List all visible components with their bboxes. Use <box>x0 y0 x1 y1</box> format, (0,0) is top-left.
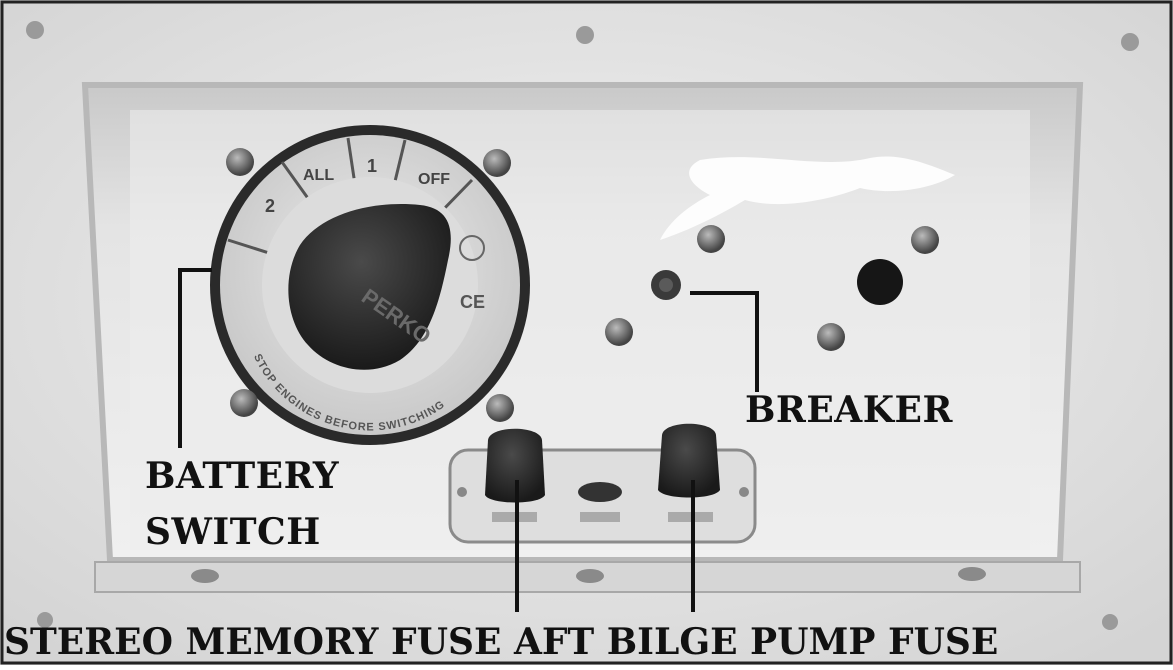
breaker-label: BREAKER <box>745 389 953 431</box>
battery-switch-label-line1: BATTERY <box>145 455 340 497</box>
stereo-memory-fuse-cap[interactable] <box>485 428 545 503</box>
callout-lines <box>178 268 759 612</box>
rail-screw-2 <box>576 569 604 583</box>
dial-ul-mark <box>459 235 485 261</box>
outer-screw-top <box>576 26 594 44</box>
dial-ce-mark: CE <box>460 292 485 312</box>
switch-screw-tr <box>483 149 511 177</box>
breaker-callout-line <box>690 291 759 392</box>
breaker-screw-tr <box>911 226 939 254</box>
battery-switch-label-line2: SWITCH <box>145 511 321 553</box>
breaker-screw-bl <box>605 318 633 346</box>
dial-pos-2: 2 <box>265 196 275 216</box>
battery-switch-callout-line <box>178 268 212 448</box>
fuse-label-plate-m <box>580 512 620 522</box>
aft-bilge-pump-fuse-cap[interactable] <box>658 423 720 498</box>
breaker-hole <box>857 259 903 305</box>
dial-pos-off: OFF <box>418 171 450 188</box>
breaker-screw-tl <box>697 225 725 253</box>
outer-screw-tl <box>26 21 44 39</box>
rail-screw-3 <box>958 567 986 581</box>
outer-screw-br <box>1102 614 1118 630</box>
fuse-plate-screw-r <box>739 487 749 497</box>
breaker-button-center <box>659 278 673 292</box>
rail-screw-1 <box>191 569 219 583</box>
dial-pos-1: 1 <box>367 156 377 176</box>
fuse-label-plate-l <box>492 512 537 522</box>
paint-scuff <box>660 156 955 240</box>
dial-pos-all: ALL <box>303 167 334 184</box>
breaker-screw-br <box>817 323 845 351</box>
fuse-caption: STEREO MEMORY FUSE AFT BILGE PUMP FUSE <box>4 621 999 663</box>
switch-screw-br <box>486 394 514 422</box>
outer-screw-bl <box>37 612 53 628</box>
switch-screw-bl <box>230 389 258 417</box>
switch-screw-tl <box>226 148 254 176</box>
fuse-plate-slot <box>578 482 622 502</box>
fuse-plate-screw-l <box>457 487 467 497</box>
battery-switch-knob[interactable] <box>288 204 451 370</box>
fuse-label-plate-r <box>668 512 713 522</box>
outer-screw-tr <box>1121 33 1139 51</box>
